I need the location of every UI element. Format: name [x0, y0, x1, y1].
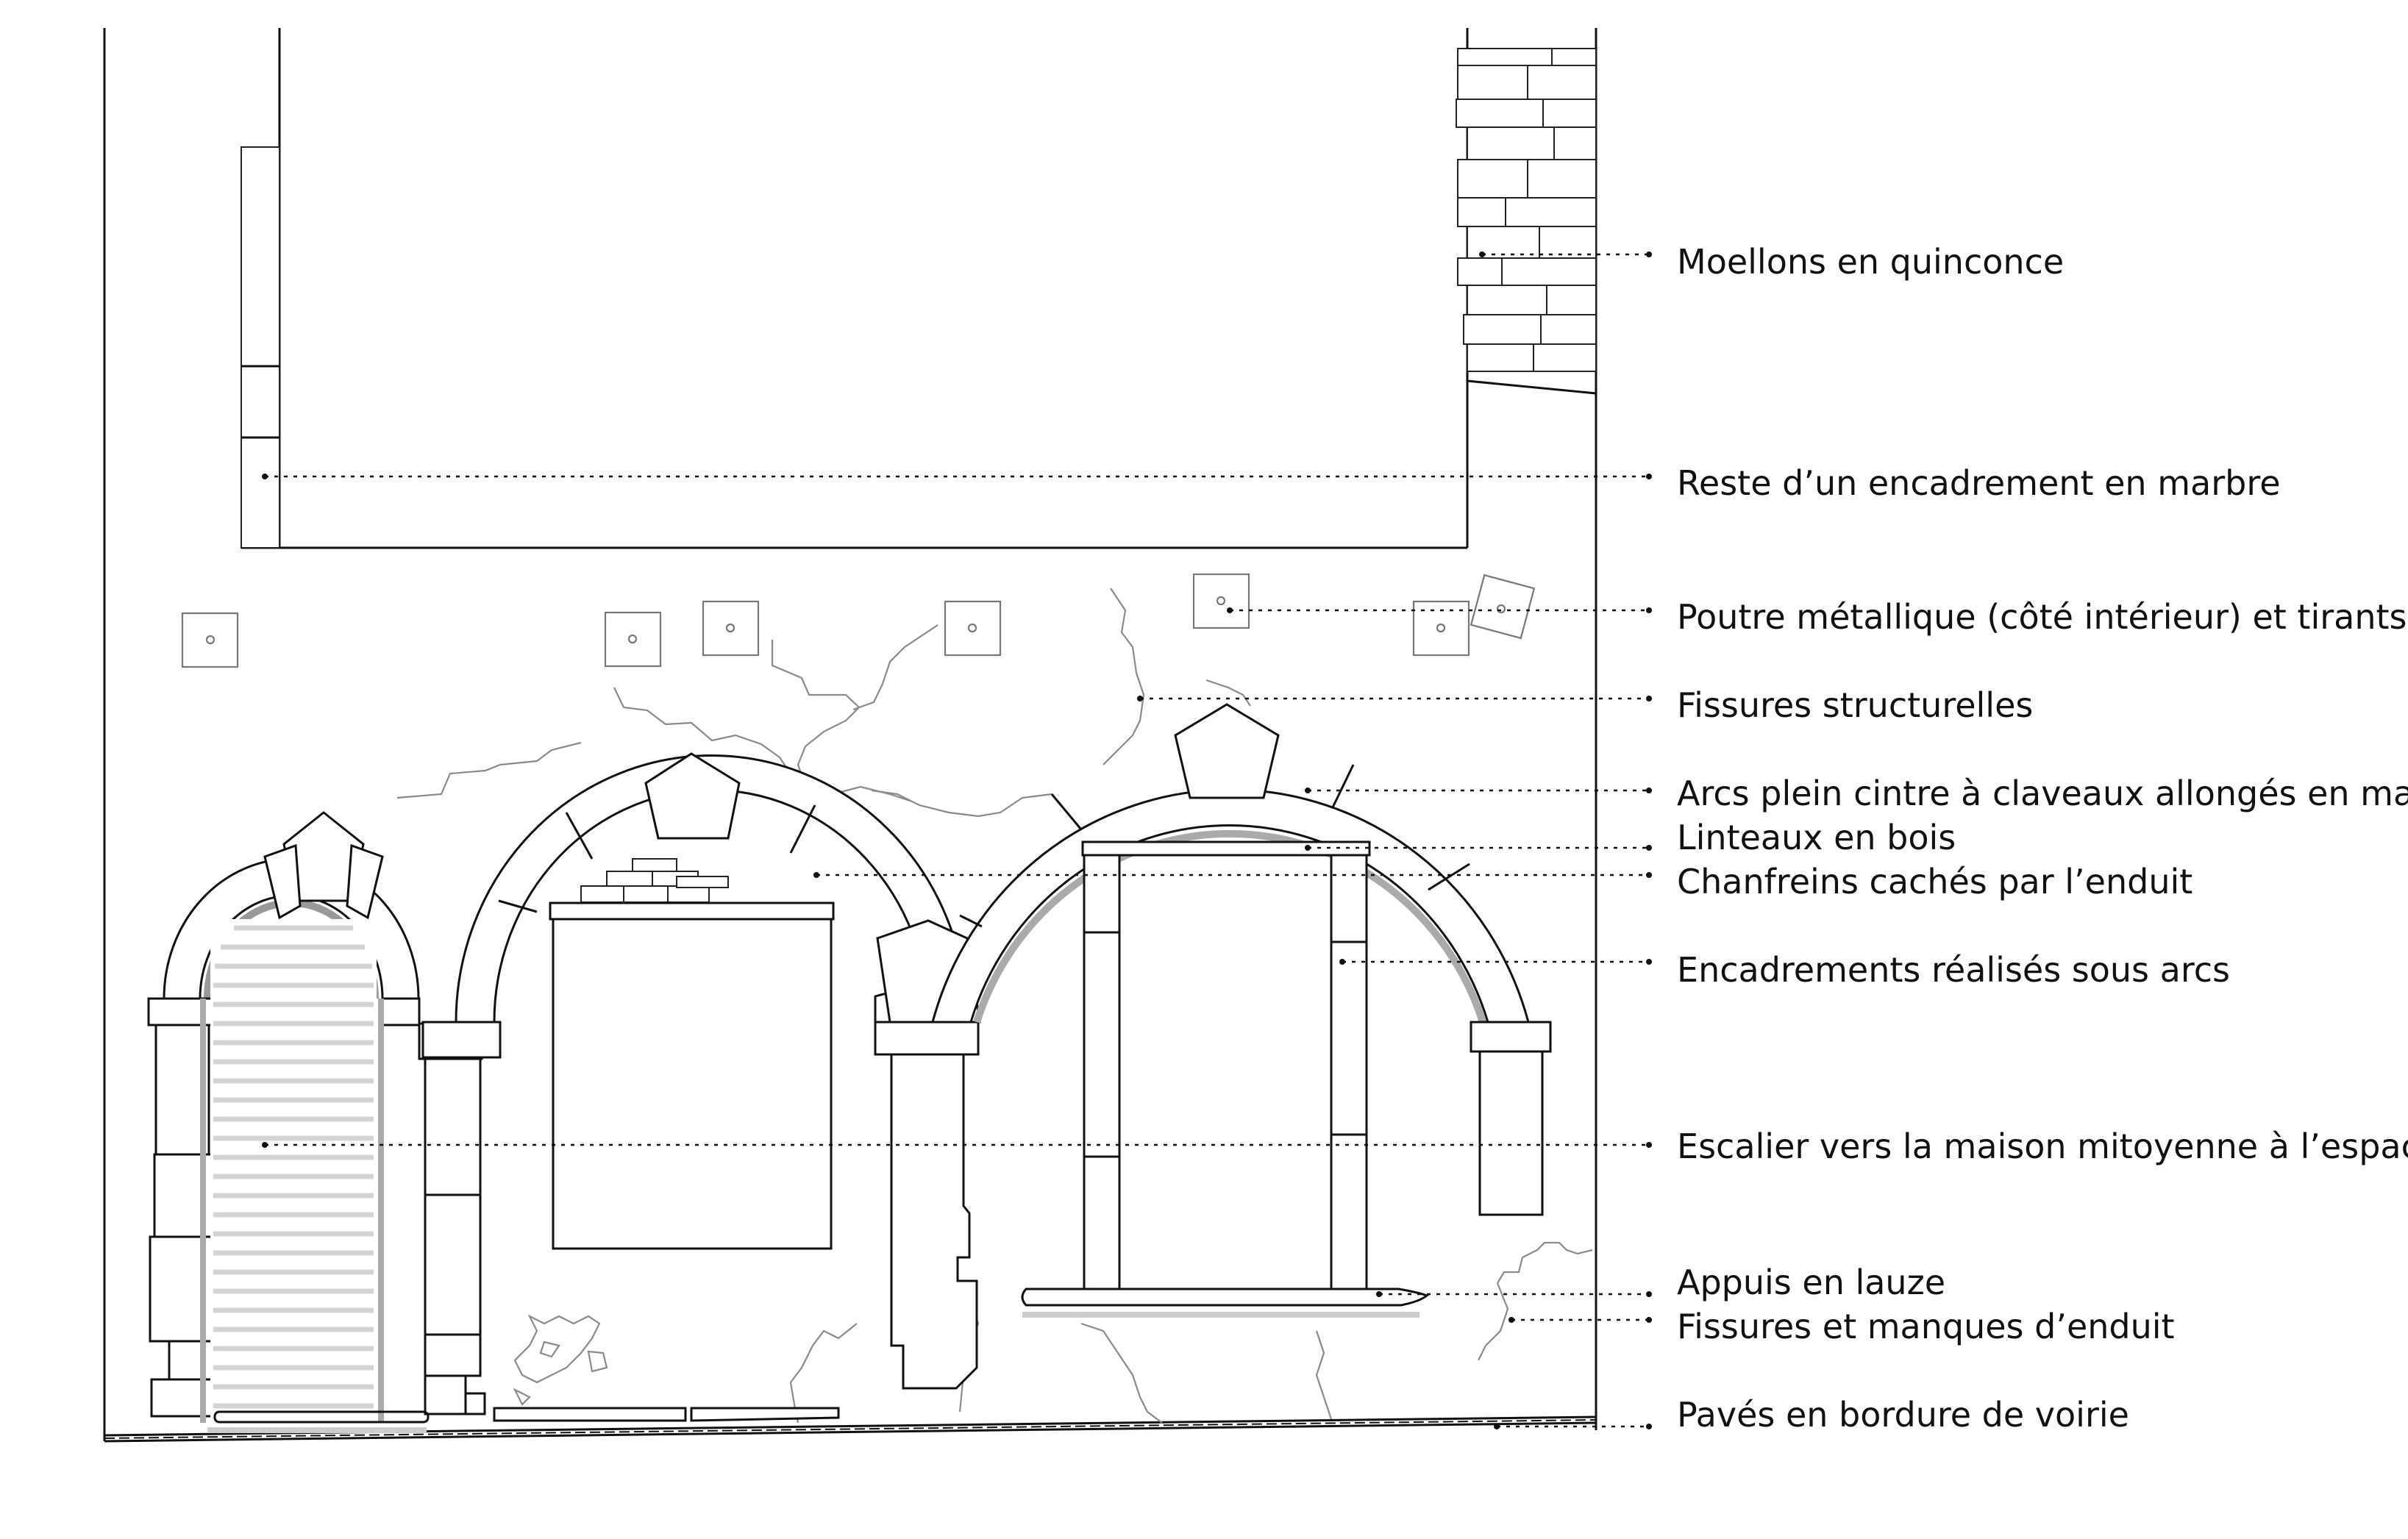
staggered-rubble-stones: [1456, 48, 1597, 395]
label-marble-frame: Reste d’un encadrement en marbre: [1677, 463, 2281, 503]
label-arches: Arcs plein cintre à claveaux allongés en…: [1677, 774, 2408, 813]
label-structural-cracks: Fissures structurelles: [1677, 685, 2033, 725]
label-moellons: Moellons en quinconce: [1677, 242, 2064, 282]
left-staircase-arch: [147, 811, 486, 1433]
upper-opening: [241, 28, 1469, 549]
annotation-labels: Moellons en quinconce Reste d’un encadre…: [1677, 242, 2408, 1435]
tie-rod-plates: [181, 573, 1536, 668]
label-chamfers: Chanfreins cachés par l’enduit: [1677, 862, 2193, 901]
label-frames: Encadrements réalisés sous arcs: [1677, 950, 2230, 990]
stone-pile: [580, 858, 729, 903]
marble-frame-remains: [241, 146, 280, 549]
label-render-cracks: Fissures et manques d’enduit: [1677, 1307, 2175, 1346]
label-metal-beam: Poutre métallique (côté intérieur) et ti…: [1677, 597, 2407, 637]
paving-stones: [493, 1407, 840, 1422]
right-arch: [931, 703, 1552, 1318]
label-wooden-lintels: Linteaux en bois: [1677, 818, 1956, 857]
leader-lines: [262, 251, 1652, 1429]
label-lauze-sills: Appuis en lauze: [1677, 1263, 1945, 1302]
label-paving: Pavés en bordure de voirie: [1677, 1395, 2129, 1435]
label-staircase: Escalier vers la maison mitoyenne à l’es…: [1677, 1126, 2408, 1166]
middle-arch: [421, 752, 980, 1250]
